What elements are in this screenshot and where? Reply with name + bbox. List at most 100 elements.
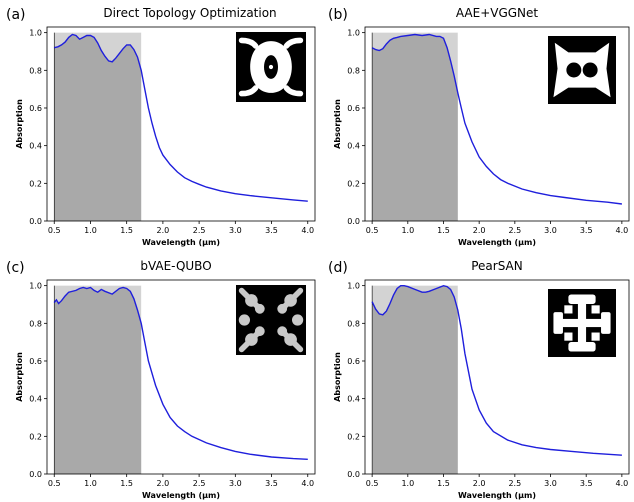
absorption-curve <box>371 33 622 205</box>
x-tick-label: 2.0 <box>157 479 170 488</box>
x-tick-label: 2.5 <box>508 226 521 235</box>
x-tick-label: 2.0 <box>157 226 170 235</box>
inset-topology <box>236 32 306 102</box>
panel-title: PearSAN <box>471 259 523 273</box>
x-tick-label: 0.5 <box>366 479 379 488</box>
x-tick-label: 1.5 <box>437 226 450 235</box>
x-tick-label: 2.0 <box>473 479 486 488</box>
absorption-curve <box>371 284 622 456</box>
panel-title: AAE+VGGNet <box>456 6 539 20</box>
y-tick-label: 0.8 <box>347 66 360 75</box>
y-tick-label: 0.8 <box>29 319 42 328</box>
x-tick-label: 4.0 <box>615 226 628 235</box>
x-axis-label: Wavelength (μm) <box>142 491 220 500</box>
plot-frame <box>46 279 316 475</box>
inset-shape <box>283 85 304 97</box>
inset-shape <box>238 85 259 97</box>
y-tick-label: 0.6 <box>347 357 360 366</box>
x-axis-label: Wavelength (μm) <box>458 491 536 500</box>
x-tick-label: 0.5 <box>48 226 61 235</box>
y-tick-label: 1.0 <box>347 29 360 38</box>
x-tick-label: 1.5 <box>120 226 133 235</box>
y-axis-label: Absorption <box>333 99 342 149</box>
x-tick-label: 0.5 <box>48 479 61 488</box>
inset-shape <box>591 332 600 341</box>
plot-frame <box>46 26 316 222</box>
y-tick-label: 1.0 <box>347 282 360 291</box>
y-tick-label: 0.6 <box>29 357 42 366</box>
y-tick-label: 0.2 <box>29 432 42 441</box>
x-tick-label: 1.0 <box>84 226 97 235</box>
inset-shape <box>564 305 573 314</box>
absorption-curve <box>53 286 308 460</box>
y-tick-label: 0.0 <box>347 217 360 226</box>
inset-shape <box>568 294 596 304</box>
x-tick-label: 1.0 <box>401 479 414 488</box>
panel-a: (a) Direct Topology Optimization 0.5 1.0 1.5… <box>6 6 316 247</box>
absorption-curve <box>54 33 308 202</box>
y-axis-label: Absorption <box>15 352 24 402</box>
panel-title: Direct Topology Optimization <box>103 6 276 20</box>
y-tick-label: 0.6 <box>347 104 360 113</box>
x-tick-label: 3.0 <box>544 479 557 488</box>
y-tick-label: 0.4 <box>29 142 42 151</box>
panel-label: (a) <box>6 7 26 23</box>
y-axis-label: Absorption <box>333 352 342 402</box>
y-tick-label: 0.4 <box>29 395 42 404</box>
y-tick-label: 0.2 <box>347 432 360 441</box>
inset-topology <box>548 36 616 104</box>
y-tick-label: 1.0 <box>29 29 42 38</box>
y-tick-label: 1.0 <box>29 282 42 291</box>
x-tick-label: 2.5 <box>193 226 206 235</box>
inset-topology <box>236 285 306 355</box>
x-tick-label: 3.0 <box>229 479 242 488</box>
x-tick-label: 4.0 <box>301 479 314 488</box>
x-tick-label: 3.5 <box>265 479 278 488</box>
y-tick-label: 0.6 <box>29 104 42 113</box>
x-tick-label: 2.5 <box>193 479 206 488</box>
x-tick-label: 1.0 <box>84 479 97 488</box>
x-tick-label: 3.0 <box>229 226 242 235</box>
panel-label: (c) <box>6 260 25 276</box>
y-tick-label: 0.2 <box>347 179 360 188</box>
inset-shape <box>601 312 611 334</box>
band-dark <box>372 34 458 221</box>
x-tick-label: 3.5 <box>580 479 593 488</box>
x-axis-label: Wavelength (μm) <box>458 238 536 247</box>
band-dark <box>54 34 142 221</box>
inset-shape <box>560 318 604 328</box>
x-tick-label: 2.0 <box>473 226 486 235</box>
inset-shape <box>564 332 573 341</box>
band-dark <box>372 285 458 474</box>
x-tick-label: 2.5 <box>508 479 521 488</box>
y-tick-label: 0.8 <box>29 66 42 75</box>
y-tick-label: 0.0 <box>29 217 42 226</box>
y-axis-label: Absorption <box>15 99 24 149</box>
y-tick-label: 0.0 <box>347 470 360 479</box>
inset-shape <box>591 305 600 314</box>
y-tick-label: 0.4 <box>347 142 360 151</box>
inset-shape <box>568 342 596 352</box>
inset-shape <box>238 287 304 353</box>
inset-shape <box>268 64 274 70</box>
x-tick-label: 3.5 <box>580 226 593 235</box>
inset-topology <box>548 289 616 357</box>
y-tick-label: 0.0 <box>29 470 42 479</box>
x-tick-label: 0.5 <box>366 226 379 235</box>
inset-shape <box>553 312 563 334</box>
plot-frame <box>364 279 630 475</box>
x-axis-label: Wavelength (μm) <box>142 238 220 247</box>
inset-shape <box>553 42 611 98</box>
inset-shape <box>283 37 304 49</box>
y-tick-label: 0.4 <box>347 395 360 404</box>
y-tick-label: 0.2 <box>29 179 42 188</box>
inset-shape <box>566 62 582 78</box>
y-tick-label: 0.8 <box>347 319 360 328</box>
x-tick-label: 3.0 <box>544 226 557 235</box>
panel-label: (d) <box>328 260 348 276</box>
x-tick-label: 1.5 <box>120 479 133 488</box>
x-tick-label: 1.0 <box>401 226 414 235</box>
inset-shape <box>582 62 598 78</box>
